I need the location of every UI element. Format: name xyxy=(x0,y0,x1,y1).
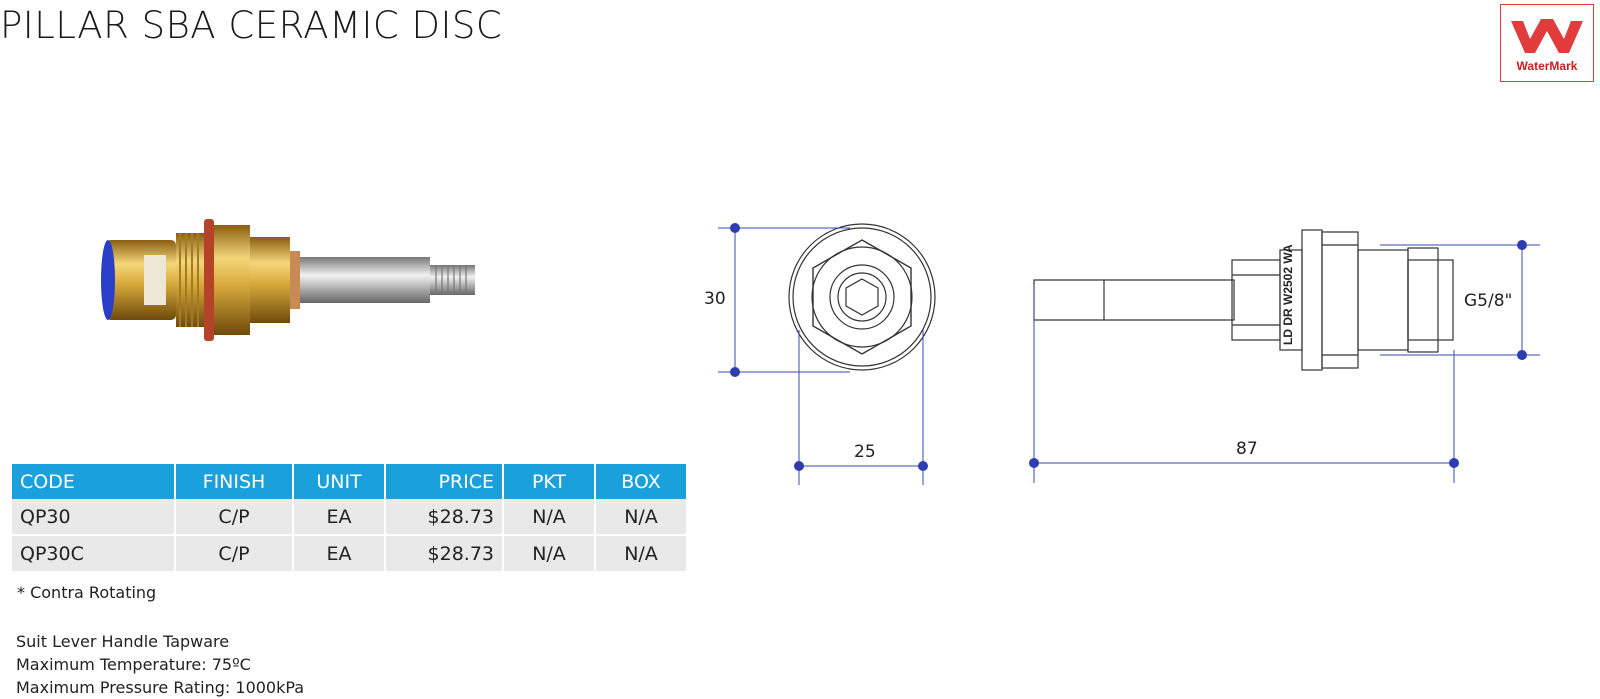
cell-code: QP30 xyxy=(12,499,174,536)
watermark-w-icon xyxy=(1511,19,1583,53)
header-pkt: PKT xyxy=(504,464,594,499)
dim-height-label: 30 xyxy=(704,289,726,309)
header-box: BOX xyxy=(596,464,686,499)
dimension-length xyxy=(1029,285,1459,483)
watermark-logo: WaterMark xyxy=(1500,4,1594,82)
end-view xyxy=(788,223,936,371)
cell-price: $28.73 xyxy=(386,536,502,571)
header-code: CODE xyxy=(12,464,174,499)
header-unit: UNIT xyxy=(294,464,384,499)
cell-price: $28.73 xyxy=(386,499,502,536)
cell-pkt: N/A xyxy=(504,536,594,571)
technical-drawing: 30 25 LD DR W2502 WA xyxy=(700,200,1600,504)
body-marking: LD DR W2502 WA xyxy=(1281,244,1295,345)
product-image xyxy=(98,215,488,349)
dimension-height xyxy=(718,223,850,377)
thread-label: G5/8" xyxy=(1464,291,1512,311)
cell-unit: EA xyxy=(294,499,384,536)
side-view xyxy=(1033,229,1454,371)
dim-width-label: 25 xyxy=(854,442,876,462)
spec-line: Maximum Pressure Rating: 1000kPa xyxy=(16,678,305,697)
table-row: QP30C C/P EA $28.73 N/A N/A xyxy=(12,536,686,571)
spec-list: Suit Lever Handle Tapware Maximum Temper… xyxy=(16,630,304,699)
table-header-row: CODE FINISH UNIT PRICE PKT BOX xyxy=(12,464,686,499)
table-row: QP30 C/P EA $28.73 N/A N/A xyxy=(12,499,686,536)
contra-rotating-note: * Contra Rotating xyxy=(17,583,157,602)
cell-finish: C/P xyxy=(176,499,292,536)
cell-box: N/A xyxy=(596,499,686,536)
header-price: PRICE xyxy=(386,464,502,499)
dimension-thread xyxy=(1380,240,1540,360)
spec-line: Suit Lever Handle Tapware xyxy=(16,632,230,651)
cell-code: QP30C xyxy=(12,536,174,571)
page-title: PILLAR SBA CERAMIC DISC xyxy=(0,4,503,47)
spec-line: Maximum Temperature: 75ºC xyxy=(16,655,251,674)
dimension-width xyxy=(794,330,928,485)
watermark-logo-text: WaterMark xyxy=(1516,59,1578,73)
dim-length-label: 87 xyxy=(1236,439,1258,459)
price-table: CODE FINISH UNIT PRICE PKT BOX QP30 C/P … xyxy=(10,464,688,571)
header-finish: FINISH xyxy=(176,464,292,499)
cell-pkt: N/A xyxy=(504,499,594,536)
cell-unit: EA xyxy=(294,536,384,571)
cell-finish: C/P xyxy=(176,536,292,571)
cell-box: N/A xyxy=(596,536,686,571)
